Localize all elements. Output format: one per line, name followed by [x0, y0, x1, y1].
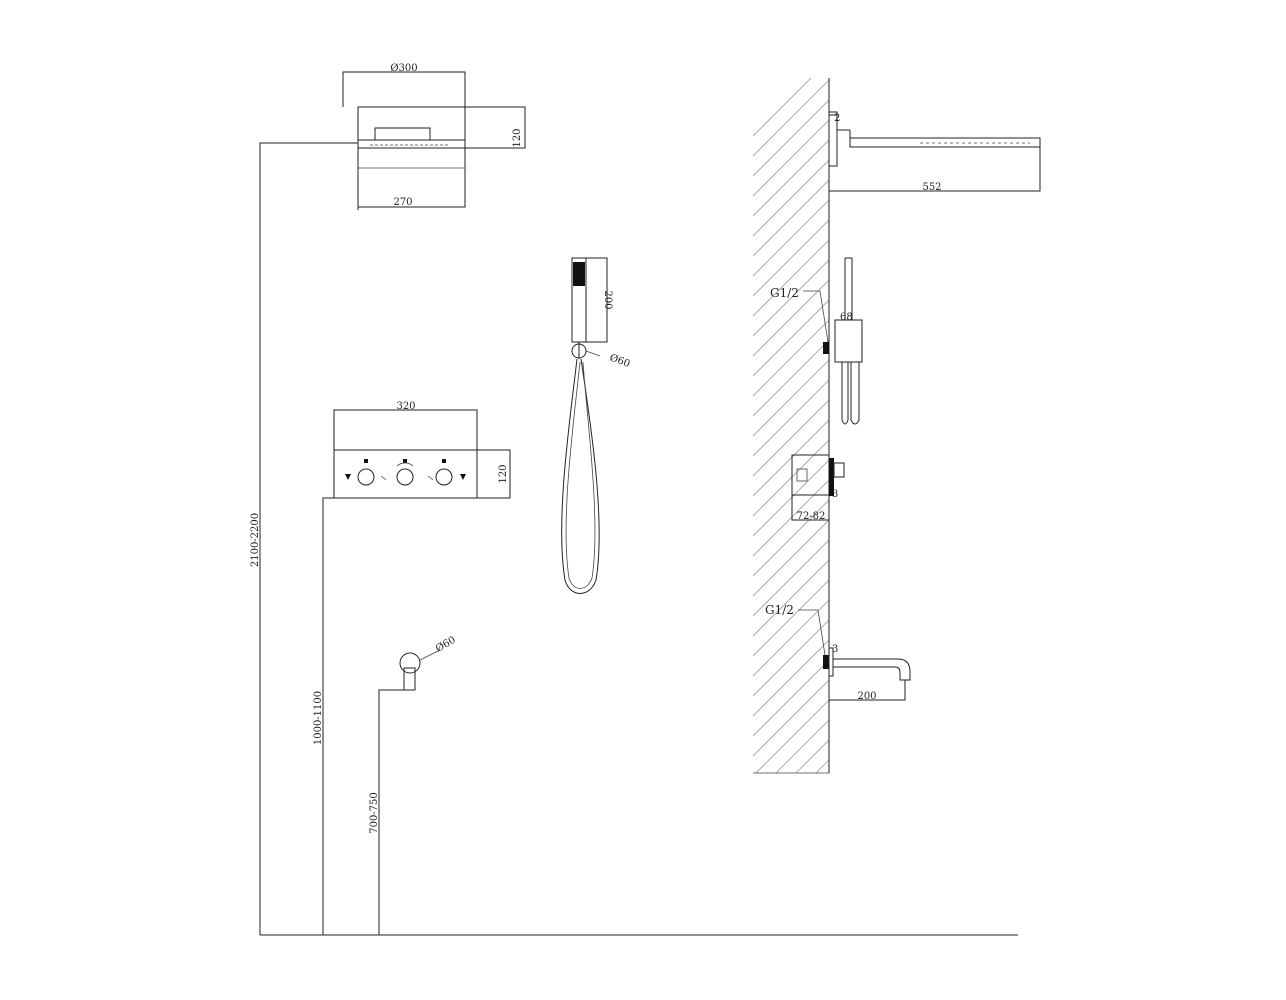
hatch-line	[753, 359, 829, 437]
spout-front	[399, 649, 441, 691]
hatch-line	[753, 619, 829, 697]
hatch-line	[753, 820, 829, 896]
hatch-line	[753, 679, 829, 757]
hose	[561, 358, 600, 594]
knob-right	[435, 468, 453, 486]
hatch-line	[753, 399, 829, 477]
overhead-height-label: 120	[512, 128, 523, 147]
thread-fitting-upper	[823, 342, 829, 354]
overhead-diameter-label: Ø300	[390, 63, 417, 74]
thread-lower-label: G1/2	[765, 603, 794, 617]
valve-gap-label: 3	[832, 489, 838, 500]
hatch-line	[753, 139, 829, 217]
hatch-line	[753, 279, 829, 357]
hatch-line	[753, 239, 829, 317]
hatch-line	[753, 119, 829, 197]
thread-upper-label: G1/2	[770, 286, 799, 300]
hatch-line	[753, 219, 829, 297]
overhead-outlet	[374, 127, 431, 141]
hatch-line	[753, 419, 829, 497]
thermostat-height-line	[322, 497, 334, 935]
hatch-line	[753, 860, 829, 936]
panel-body	[333, 449, 478, 499]
wall-gap-label: 2	[834, 113, 840, 124]
hatch-line	[753, 639, 829, 717]
floor-to-thermostat-label: 1000-1100	[313, 691, 324, 745]
holder-diameter-label: Ø60	[608, 352, 631, 369]
knob-center	[396, 468, 414, 486]
valve-box	[791, 454, 830, 496]
thermostat-height-label: 120	[498, 464, 509, 483]
hatch-line	[753, 299, 829, 377]
spout-body	[403, 667, 416, 691]
arrow-left-icon	[345, 474, 351, 480]
hatch-line	[753, 379, 829, 457]
hand-shower	[561, 257, 608, 594]
knob-left	[357, 468, 375, 486]
floor-and-height-lines	[259, 142, 1018, 936]
hatch-line	[755, 699, 829, 773]
floor-to-spout-label: 700-750	[369, 792, 380, 834]
hatch-line	[753, 459, 829, 537]
hatch-line	[753, 840, 829, 916]
hatch-line	[753, 800, 829, 876]
hatch-line	[753, 78, 812, 137]
spout-side	[798, 609, 911, 701]
hatch-line	[753, 519, 829, 597]
hatch-line	[753, 79, 829, 157]
hatch-line	[775, 719, 829, 773]
wall-hatch	[753, 78, 829, 936]
arm-projection-label: 552	[922, 182, 941, 193]
spout-diameter-label: Ø60	[434, 635, 458, 655]
hatch-line	[753, 539, 829, 617]
arrow-right-icon	[460, 474, 466, 480]
thread-fitting-lower	[823, 655, 829, 669]
valve-plate	[829, 458, 834, 496]
holder-depth-label: 68	[840, 312, 853, 323]
hatch-line	[753, 479, 829, 557]
hatch-line	[753, 199, 829, 277]
wall-plate	[828, 111, 838, 167]
hatch-line	[815, 759, 829, 773]
overhead-side	[828, 111, 1041, 192]
hatch-line	[753, 499, 829, 577]
overhead-height-line	[259, 142, 358, 935]
floor-to-overhead-label: 2100-2200	[250, 513, 261, 567]
spout-pipe	[833, 658, 911, 681]
hatch-line	[753, 259, 829, 337]
hatch-line	[753, 579, 829, 657]
hatch-line	[753, 439, 829, 517]
hatch-line	[753, 99, 829, 177]
thermostat-panel	[333, 409, 511, 499]
overhead-width-label: 270	[393, 197, 412, 208]
hatch-line	[753, 599, 829, 677]
holder-block	[834, 319, 863, 363]
hatch-line	[753, 339, 829, 417]
hatch-line	[753, 559, 829, 637]
spout-height-line	[378, 689, 410, 935]
holder-side	[803, 257, 863, 425]
spout-projection-label: 200	[857, 691, 876, 702]
shower-arm	[849, 137, 1041, 148]
spout-flange	[399, 652, 421, 674]
hatch-line	[795, 739, 829, 773]
spout-gap-label: 3	[832, 644, 838, 655]
handshower-length-label: 200	[602, 290, 613, 309]
handshower-nozzle	[573, 262, 585, 286]
wall-depth-label: 72-82	[797, 511, 826, 522]
overhead-body	[357, 106, 466, 208]
thermostat-width-label: 320	[396, 401, 415, 412]
hatch-line	[753, 159, 829, 237]
valve-side	[791, 454, 845, 521]
hatch-line	[753, 319, 829, 397]
hatch-line	[753, 659, 829, 737]
hatch-line	[753, 179, 829, 257]
hatch-line	[753, 780, 829, 856]
overhead-shower-front	[342, 71, 526, 210]
